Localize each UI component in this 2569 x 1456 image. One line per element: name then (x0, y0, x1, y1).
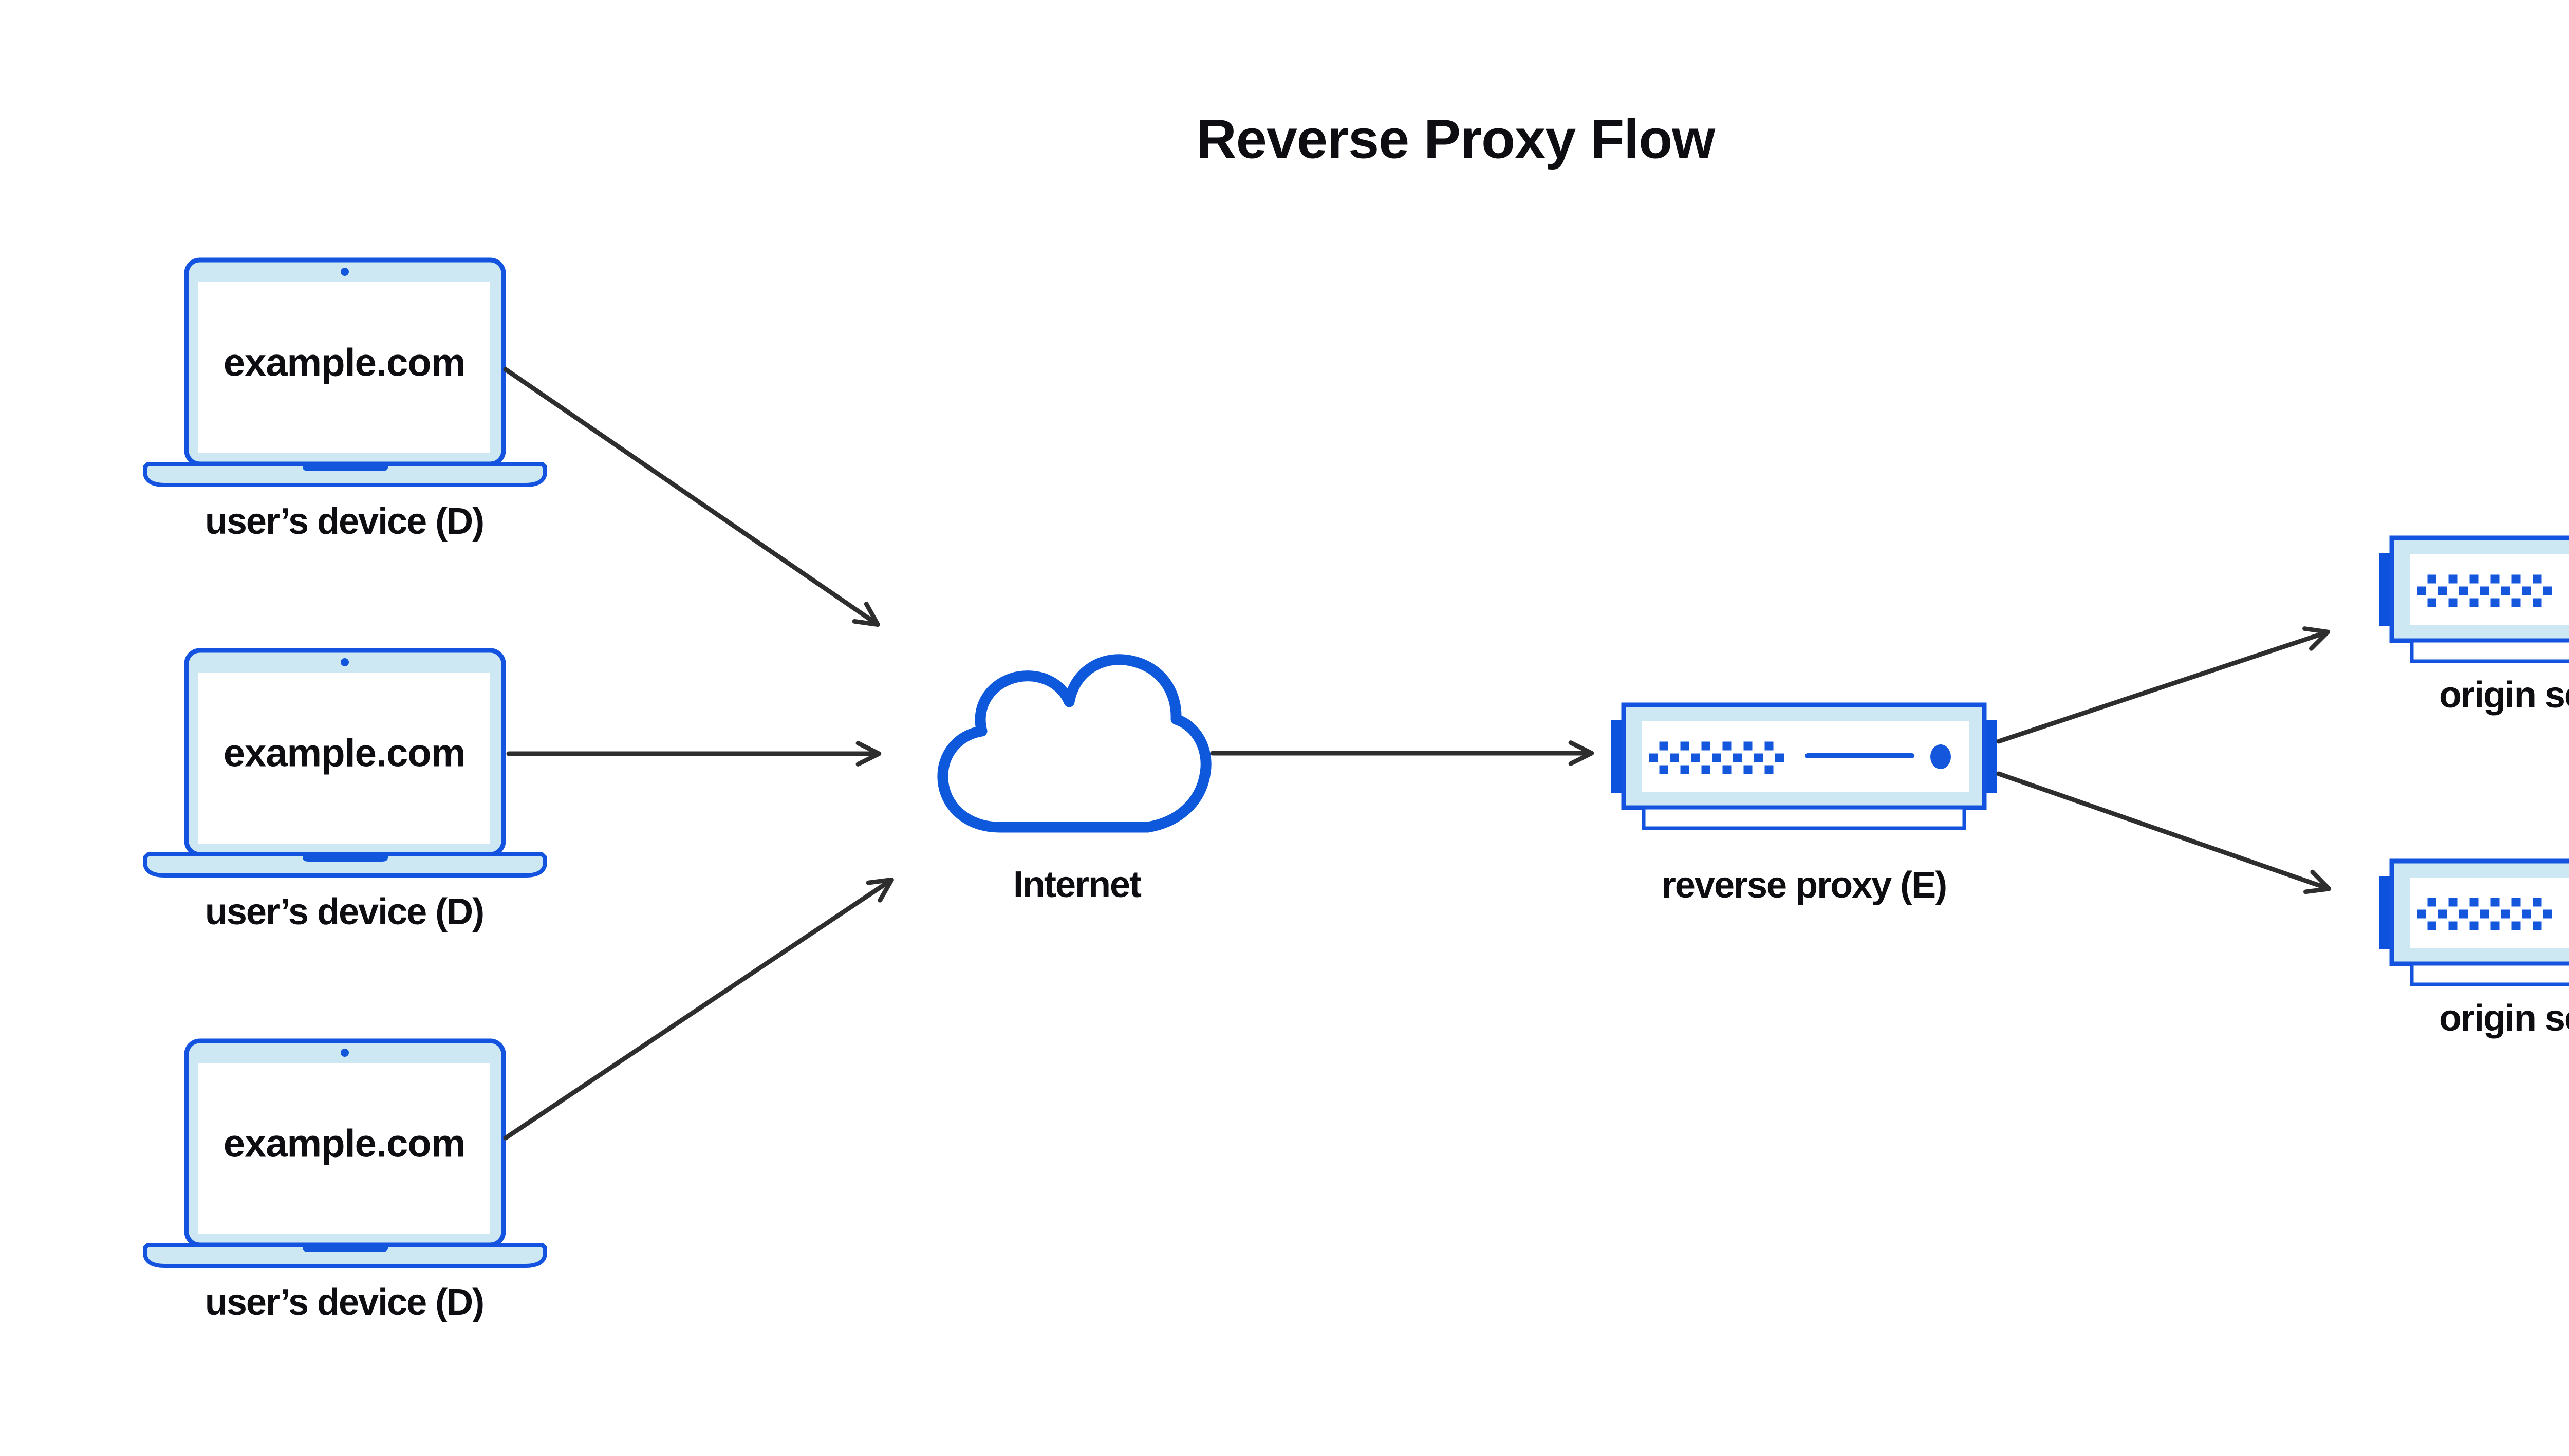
server-icon (2379, 861, 2569, 984)
device-screen-text: example.com (223, 341, 466, 385)
origin-server-label: origin server (F) (2438, 998, 2569, 1039)
server-icon (1611, 705, 1997, 828)
page-title: Reverse Proxy Flow (1196, 107, 1715, 170)
device-label: user’s device (D) (204, 501, 485, 542)
origin-server-label: origin server (F) (2438, 675, 2569, 716)
device-screen-text: example.com (223, 1122, 466, 1166)
server-icon (2379, 538, 2569, 661)
arrow-device1-to-internet (503, 367, 880, 627)
arrow-device3-to-internet (503, 877, 894, 1141)
device-label: user’s device (D) (204, 891, 485, 932)
cloud-icon (937, 654, 1212, 833)
reverse-proxy-label: reverse proxy (E) (1661, 865, 1947, 906)
device-screen-text: example.com (223, 731, 466, 775)
arrow-proxy-to-origin1 (1996, 626, 2331, 744)
device-label: user’s device (D) (204, 1282, 485, 1323)
arrow-proxy-to-origin2 (1996, 771, 2332, 894)
internet-label: Internet (1013, 864, 1142, 905)
